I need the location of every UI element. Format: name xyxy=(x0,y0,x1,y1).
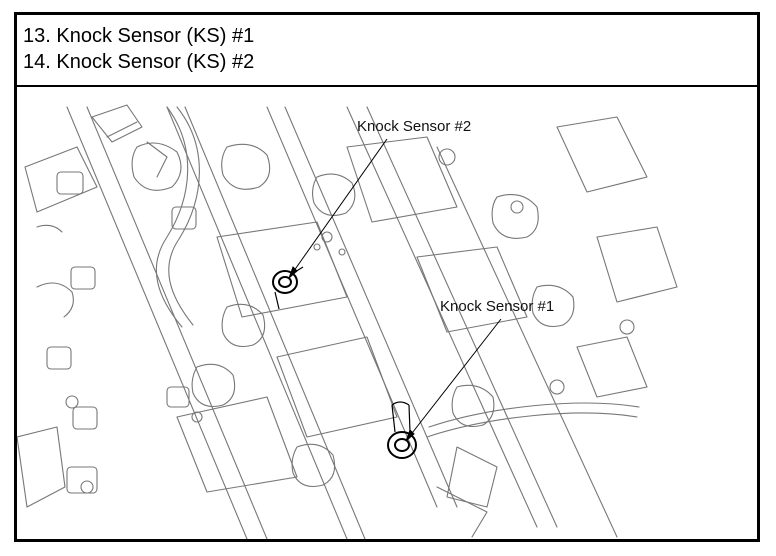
engine-block-illustration: Knock Sensor #2 Knock Sensor #1 xyxy=(17,104,678,539)
label-knock-sensor-1: Knock Sensor #1 xyxy=(440,298,554,315)
knock-sensor-2 xyxy=(272,266,304,310)
legend-item-ks1: 13. Knock Sensor (KS) #1 xyxy=(23,25,255,47)
knock-sensor-1 xyxy=(387,401,417,459)
legend-item-ks2: 14. Knock Sensor (KS) #2 xyxy=(23,51,255,73)
callout-arrows xyxy=(288,138,502,442)
diagram-frame: 13. Knock Sensor (KS) #1 14. Knock Senso… xyxy=(14,12,760,542)
label-knock-sensor-2: Knock Sensor #2 xyxy=(357,118,471,135)
engine-drawing: Knock Sensor #2 Knock Sensor #1 xyxy=(17,87,757,539)
legend-header: 13. Knock Sensor (KS) #1 14. Knock Senso… xyxy=(17,15,757,87)
